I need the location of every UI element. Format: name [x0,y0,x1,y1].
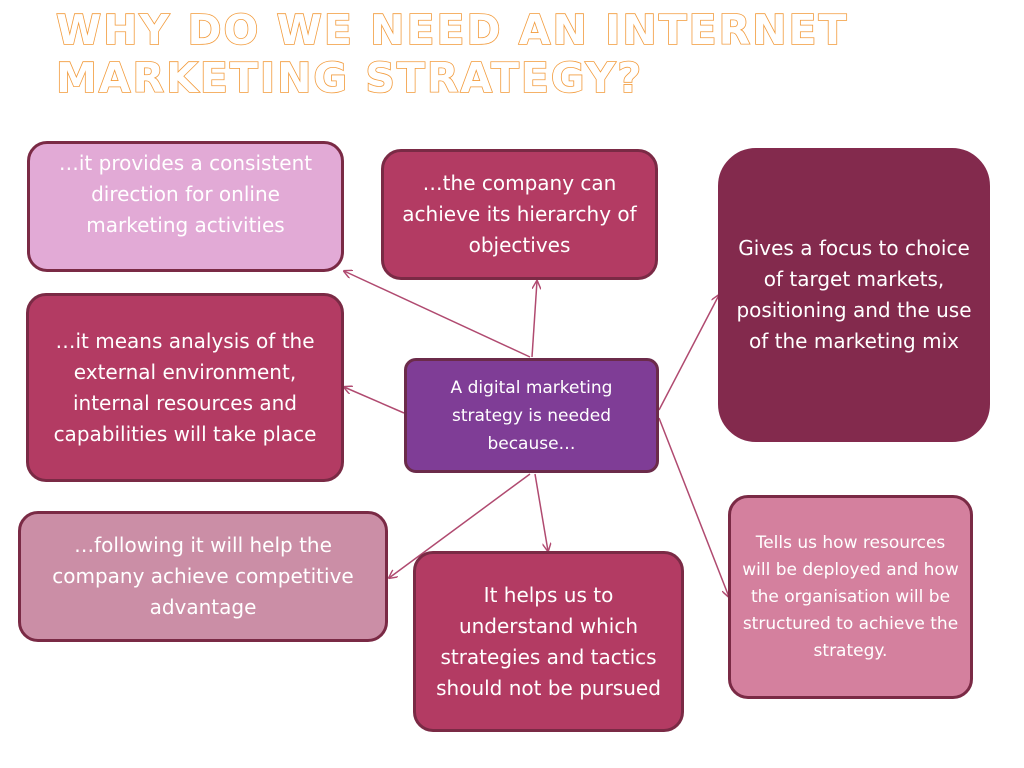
title-line-1: Why do we need an internet [55,5,849,55]
reason-box-consistent-direction: …it provides a consistent direction for … [27,141,344,272]
reason-box-analysis: …it means analysis of the external envir… [26,293,344,482]
reason-text: …it provides a consistent direction for … [58,151,313,237]
connector-to-direction [344,271,531,358]
page-title: Why do we need an internet marketing str… [55,5,956,103]
connector-to-focus [658,295,719,411]
reason-box-focus-target-markets: Gives a focus to choice of target market… [718,148,990,442]
center-text: A digital marketing strategy is needed b… [450,377,613,454]
connector-to-hierarchy [531,281,537,358]
reason-box-strategies-not-pursued: It helps us to understand which strategi… [413,551,684,732]
reason-box-hierarchy-of-objectives: …the company can achieve its hierarchy o… [381,149,658,280]
center-node: A digital marketing strategy is needed b… [404,358,659,473]
reason-text: Gives a focus to choice of target market… [736,236,972,353]
connector-to-analysis [344,387,405,414]
reason-text: Tells us how resources will be deployed … [742,532,959,661]
reason-text: …the company can achieve its hierarchy o… [402,171,637,257]
reason-text: It helps us to understand which strategi… [436,582,661,700]
reason-box-competitive-advantage: …following it will help the company achi… [18,511,388,642]
reason-text: …following it will help the company achi… [52,533,354,619]
title-line-2: marketing strategy? [55,53,644,103]
reason-text: …it means analysis of the external envir… [53,328,317,446]
connector-to-avoid [534,473,548,551]
reason-box-resources-deployed: Tells us how resources will be deployed … [728,495,973,699]
